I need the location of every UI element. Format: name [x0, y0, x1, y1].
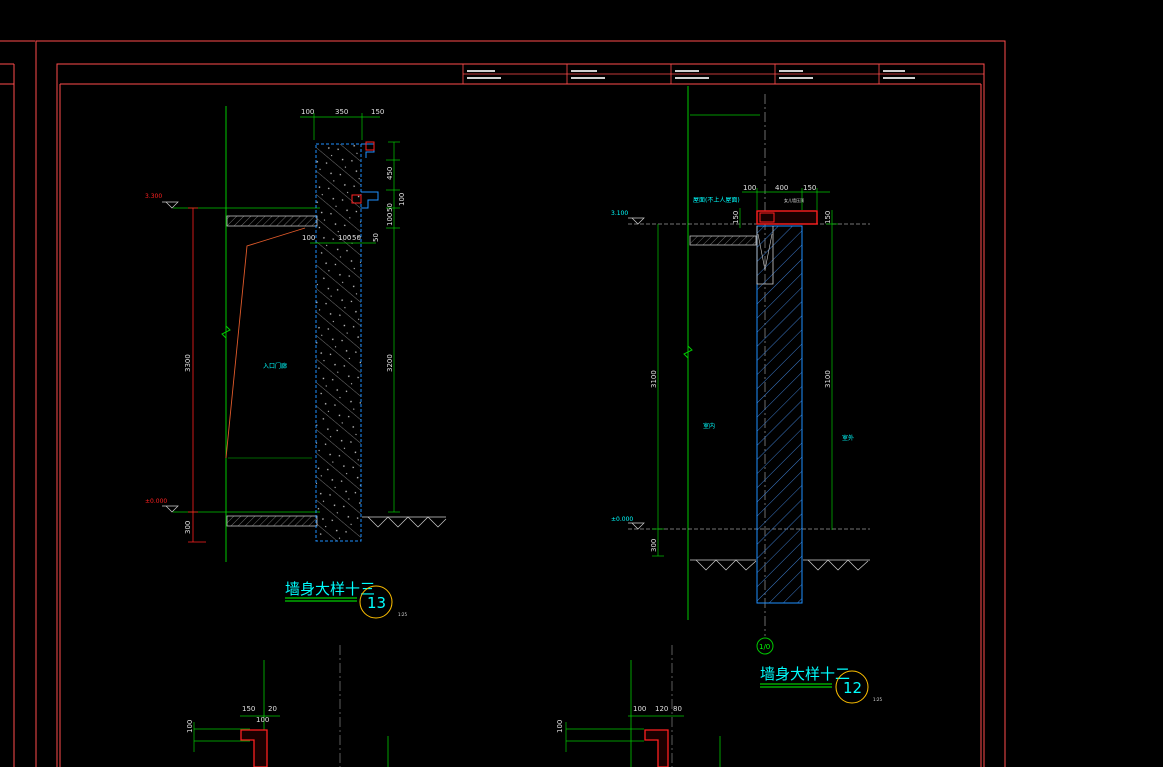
wall-section — [756, 225, 803, 604]
dim-top-3: 20 — [268, 705, 277, 713]
detail-number: 12 — [843, 679, 862, 697]
dim-top-1: 100 — [633, 705, 646, 713]
break-mark — [683, 345, 693, 359]
height-right: 3200 — [386, 354, 394, 372]
height-right: 3100 — [824, 370, 832, 388]
detail-number-circle — [359, 585, 393, 619]
title-block — [462, 64, 984, 84]
detail-13[interactable]: 100 350 150 450 100 50 100 50 100 100 50… — [145, 106, 447, 619]
cornice — [361, 143, 375, 158]
dim-top-1: 150 — [242, 705, 255, 713]
ground-line — [690, 559, 870, 571]
room-label-left: 室内 — [703, 422, 715, 430]
level-bottom: ±0.000 — [145, 498, 167, 505]
dim-top-2: 100 — [256, 716, 269, 724]
level-markers — [162, 201, 179, 513]
detail-12[interactable]: 100 400 150 150 150 屋面(不上人屋面) 女儿墙压顶 3100… — [611, 86, 882, 704]
height-bottom: 300 — [184, 521, 192, 534]
height-bottom: 300 — [650, 539, 658, 552]
dim-side-2: 100 — [398, 193, 406, 206]
room-label-right: 室外 — [842, 434, 854, 442]
level-markers — [628, 217, 645, 530]
height-dims-red — [188, 207, 206, 543]
detail-bottom-left[interactable]: 150 100 20 100 — [186, 645, 389, 767]
dim-side-1: 450 — [386, 167, 394, 180]
detail-scale: 1:25 — [398, 612, 407, 617]
dim-mid-3: 50 — [352, 234, 361, 242]
dim-side-3: 50 — [386, 203, 394, 212]
dim-side: 150 — [732, 211, 740, 224]
dim-top-1: 100 — [301, 108, 314, 116]
dim-top-3: 150 — [803, 184, 816, 192]
dim-side-right: 150 — [824, 211, 832, 224]
detail-number: 13 — [367, 594, 386, 612]
ground-line — [362, 516, 447, 528]
dim-top-1: 100 — [743, 184, 756, 192]
level-top: 3.100 — [611, 210, 628, 217]
detail-title: 墙身大样十二 — [760, 665, 850, 683]
dim-top-3: 150 — [371, 108, 384, 116]
level-top: 3.300 — [145, 193, 162, 200]
level-bottom: ±0.000 — [611, 516, 633, 523]
break-mark — [221, 325, 231, 339]
detail-title: 墙身大样十三 — [285, 580, 375, 598]
axis-bubble — [756, 637, 774, 655]
door-opening — [225, 227, 306, 459]
dim-top-2: 120 — [655, 705, 668, 713]
roof-slab — [689, 235, 757, 246]
dim-side: 100 — [556, 720, 564, 733]
roof-label: 屋面(不上人屋面) — [693, 196, 740, 204]
dim-side-4: 100 — [386, 213, 394, 226]
roof-slab — [226, 215, 318, 227]
dim-mid-2: 100 — [338, 234, 351, 242]
detail-bottom-right[interactable]: 100 120 80 100 — [556, 645, 721, 767]
dim-mid-1: 100 — [302, 234, 315, 242]
parapet-coping — [756, 210, 818, 225]
dim-side-5: 50 — [372, 233, 380, 242]
title-block-notes — [467, 70, 915, 79]
detail-number-circle — [835, 670, 869, 704]
height-left: 3300 — [184, 354, 192, 372]
parapet-label: 女儿墙压顶 — [784, 197, 804, 203]
dim-side: 100 — [186, 720, 194, 733]
room-label: 入口门廊 — [263, 362, 287, 370]
dimension-lines — [300, 113, 400, 513]
axis-label: 1/0 — [759, 643, 770, 651]
height-left: 3100 — [650, 370, 658, 388]
dimension-lines — [652, 188, 838, 557]
ground-slab — [226, 515, 318, 527]
sheet-frame — [0, 40, 1006, 767]
wall-section — [315, 143, 362, 542]
dim-top-2: 350 — [335, 108, 348, 116]
detail-scale: 1:25 — [873, 697, 882, 702]
dim-top-2: 400 — [775, 184, 788, 192]
dim-top-3: 80 — [673, 705, 682, 713]
